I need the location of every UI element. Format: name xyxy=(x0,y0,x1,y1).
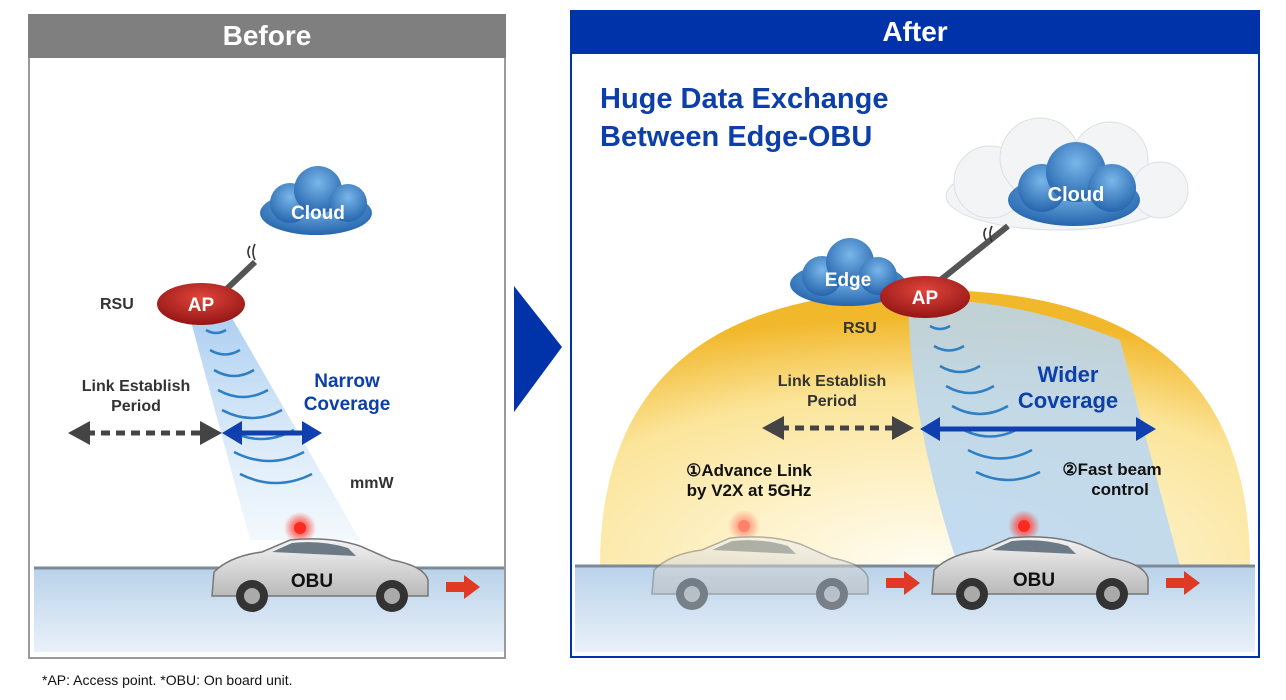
after-mmw-beam xyxy=(908,299,1180,566)
after-diagram: Huge Data Exchange Between Edge-OBU Clou… xyxy=(575,83,1255,652)
after-title-line2: Between Edge-OBU xyxy=(600,121,872,153)
before-coverage-arrow xyxy=(222,421,322,445)
after-cloud-label: Cloud xyxy=(1048,184,1105,206)
after-link-period-arrow xyxy=(762,416,914,440)
after-motion-arrow-icon-1 xyxy=(886,571,920,595)
after-coverage-line1: Wider xyxy=(1038,362,1099,387)
after-ap-node xyxy=(880,276,970,318)
after-ap-label: AP xyxy=(912,288,939,309)
before-link-establish-line1: Link Establish xyxy=(82,378,190,395)
after-advance-line1: ①Advance Link xyxy=(686,461,812,480)
after-advance-line2: by V2X at 5GHz xyxy=(687,481,812,500)
before-motion-arrow-icon xyxy=(446,575,480,599)
before-header-label: Before xyxy=(222,20,312,51)
after-obu-label: OBU xyxy=(1013,570,1055,591)
after-motion-arrow-icon-2 xyxy=(1166,571,1200,595)
after-coverage-line2: Coverage xyxy=(1018,388,1118,413)
after-obu-car xyxy=(931,510,1149,610)
before-rsu-label: RSU xyxy=(100,296,134,313)
before-coverage-line1: Narrow xyxy=(314,371,380,392)
after-rsu-label: RSU xyxy=(843,320,877,337)
before-obu-label: OBU xyxy=(291,571,333,592)
before-cloud-icon xyxy=(260,166,372,235)
before-obu-car xyxy=(211,512,429,612)
after-fast-line2: control xyxy=(1091,480,1149,499)
after-ghost-car xyxy=(651,510,869,610)
after-header: After xyxy=(570,10,1260,54)
before-header: Before xyxy=(28,14,506,58)
after-edge-label: Edge xyxy=(825,270,871,291)
after-title-line1: Huge Data Exchange xyxy=(600,83,888,115)
transition-arrow-icon xyxy=(514,286,562,412)
after-edge-cloud-icon xyxy=(790,238,906,306)
before-cloud-label: Cloud xyxy=(291,203,345,224)
before-mmw-label: mmW xyxy=(350,475,394,492)
after-link-establish-line1: Link Establish xyxy=(778,373,886,390)
before-mmw-beam xyxy=(190,318,360,540)
before-ap-node xyxy=(157,283,245,325)
after-link-establish-line2: Period xyxy=(807,393,857,410)
before-link-period-arrow xyxy=(68,421,222,445)
after-fast-line1: ②Fast beam xyxy=(1062,460,1161,479)
after-header-label: After xyxy=(882,16,948,47)
footnote: *AP: Access point. *OBU: On board unit. xyxy=(42,672,293,688)
before-coverage-line2: Coverage xyxy=(304,394,391,415)
before-diagram: Cloud AP RSU Link Establish Period Narro… xyxy=(34,166,504,652)
after-signal-icon xyxy=(983,225,993,243)
before-signal-icon xyxy=(247,243,256,261)
after-cloud-icon xyxy=(1008,142,1140,226)
before-link-establish-line2: Period xyxy=(111,398,161,415)
before-ap-label: AP xyxy=(188,295,215,316)
after-coverage-arrow xyxy=(920,417,1156,441)
